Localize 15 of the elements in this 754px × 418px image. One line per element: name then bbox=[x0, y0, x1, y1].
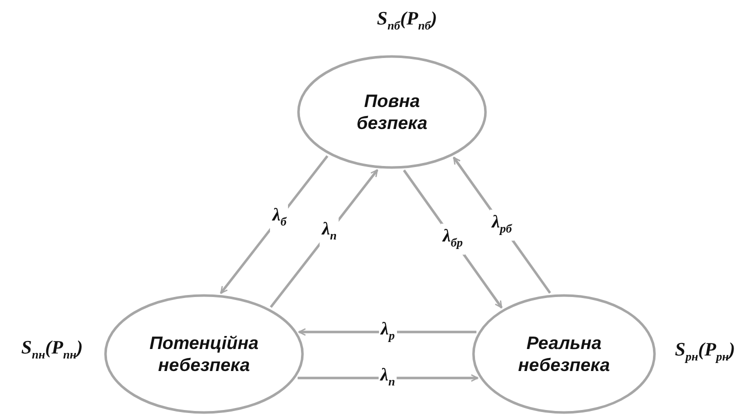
edge-label: λ$_{б}$ bbox=[270, 202, 288, 234]
arrow bbox=[298, 328, 476, 336]
state-ellipse bbox=[104, 294, 304, 414]
state-probability: S$_{пн}$(P$_{пн}$) bbox=[21, 338, 83, 362]
edge-label: λ$_{бр}$ bbox=[440, 224, 465, 254]
edge-label: λ$_{рб}$ bbox=[490, 210, 514, 241]
state-name: Потенційна небезпека bbox=[148, 332, 260, 376]
state-probability: S$_{пб}$(P$_{пб}$) bbox=[376, 8, 438, 34]
state-name: Реальна небезпека bbox=[517, 332, 611, 376]
state-ellipse bbox=[297, 55, 487, 169]
state-probability: S$_{рн}$(P$_{рн}$) bbox=[674, 340, 736, 364]
edge-label: λ$_{п}$ bbox=[320, 216, 339, 247]
arrow bbox=[298, 374, 478, 382]
state-ellipse bbox=[472, 294, 656, 414]
state-name: Повна безпека bbox=[356, 90, 428, 134]
